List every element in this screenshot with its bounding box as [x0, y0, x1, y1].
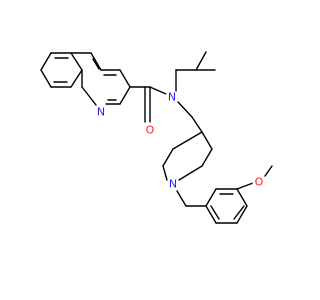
bond-om1	[236, 182, 254, 190]
bond-pip6	[172, 131, 203, 150]
bond-layer	[40, 51, 273, 224]
amide-nitrogen-label: N	[168, 91, 176, 104]
bond-p2	[90, 52, 102, 71]
bond-q3	[70, 52, 83, 71]
bond-p-inner1	[92, 58, 100, 70]
structure-canvas: N O N N O	[40, 51, 273, 224]
bond-pip4	[162, 165, 168, 181]
molecule-drawing: N O N N O	[40, 51, 273, 224]
bond-pip3	[178, 165, 203, 181]
bond-ch2a	[177, 101, 193, 118]
bond-om2	[264, 165, 273, 177]
quinoline-nitrogen: N	[94, 105, 108, 119]
carbonyl-oxygen-label: O	[146, 124, 155, 137]
bond-bz1	[176, 190, 187, 207]
bond-ar3	[236, 188, 248, 207]
bond-pip5	[162, 148, 174, 167]
piperidine-nitrogen: N	[166, 177, 180, 191]
bond-ib3	[195, 51, 207, 71]
piperidine-nitrogen-label: N	[169, 178, 177, 191]
bond-ar6	[205, 205, 217, 224]
carbonyl-oxygen: O	[143, 123, 157, 137]
bond-ch2b	[191, 116, 203, 133]
atom-label-layer: N O N N O	[94, 90, 266, 191]
bond-ar-inner3	[210, 205, 220, 220]
bond-ar1	[205, 188, 217, 207]
amide-nitrogen: N	[165, 90, 179, 104]
quinoline-nitrogen-label: N	[97, 106, 105, 119]
bond-pip1	[201, 131, 213, 150]
bond-ar-inner2	[233, 205, 245, 220]
bond-p4	[119, 69, 131, 88]
bond-q6	[40, 69, 52, 88]
bond-amide-n	[149, 86, 167, 95]
bond-q4	[70, 69, 83, 88]
methoxy-oxygen: O	[252, 175, 266, 189]
bond-q1	[40, 52, 52, 71]
bond-p5	[119, 86, 131, 105]
bond-pip2	[201, 148, 213, 167]
bond-ar4	[236, 205, 248, 224]
methoxy-oxygen-label: O	[255, 176, 264, 189]
bond-p7	[81, 86, 97, 106]
